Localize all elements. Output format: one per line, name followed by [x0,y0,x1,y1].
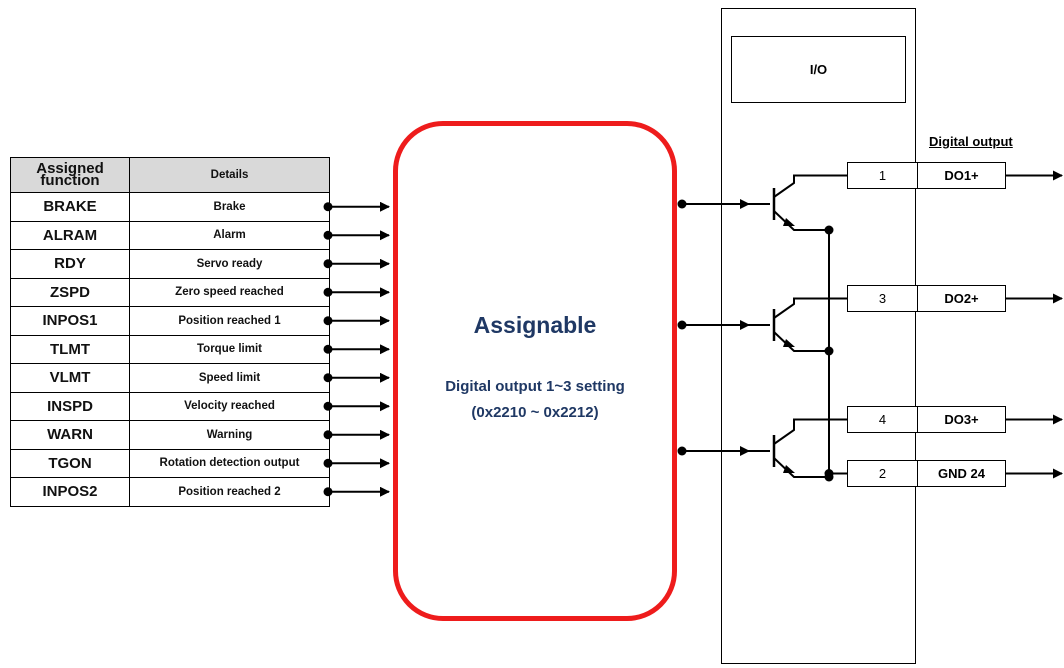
digital-output-heading: Digital output [929,134,1013,149]
pin-do1: 1 DO1+ [847,162,1006,189]
base-arrow [740,320,750,330]
pin-gnd24: 2 GND 24 [847,460,1006,487]
function-code: ZSPD [10,277,130,307]
emitter-bus [824,230,847,478]
pin-do2: 3 DO2+ [847,285,1006,312]
base-arrow [740,446,750,456]
function-code: ALRAM [10,220,130,250]
header-details: Details [129,157,330,193]
function-details: Velocity reached [129,391,330,421]
emitter-arrow [783,465,795,473]
function-details: Torque limit [129,334,330,364]
io-block [721,8,916,664]
function-details: Rotation detection output [129,448,330,478]
pin-output-arrows [1006,170,1063,479]
function-code: INPOS1 [10,306,130,336]
function-code: TLMT [10,334,130,364]
function-details: Position reached 2 [129,477,330,507]
gnd-junction-dot [824,469,834,478]
emitter-wire [773,457,829,478]
output-transistors [677,174,847,482]
assignable-title: Assignable [473,312,597,338]
pin-name: GND 24 [938,466,985,481]
function-details: Alarm [129,220,330,250]
assignable-subtitle-line2: (0x2210 ~ 0x2212) [471,404,599,421]
pin-name: DO3+ [944,412,979,427]
function-code: VLMT [10,363,130,393]
pin-name: DO1+ [944,168,979,183]
pin-do3: 4 DO3+ [847,406,1006,433]
pin-number: 1 [848,163,918,188]
pin-name: DO2+ [944,291,979,306]
emitter-arrow [783,339,795,347]
table-header-row: Assigned function Details [10,157,330,193]
pin-number: 4 [848,407,918,432]
function-details: Position reached 1 [129,306,330,336]
collector-wire [773,418,847,445]
function-code: TGON [10,448,130,478]
function-code: RDY [10,249,130,279]
function-details: Brake [129,192,330,222]
pin-number: 3 [848,286,918,311]
function-details: Warning [129,420,330,450]
collector-wire [773,297,847,319]
io-label: I/O [731,36,906,103]
header-assigned-function: Assigned function [10,157,130,193]
function-details: Zero speed reached [129,277,330,307]
assignable-block [393,121,677,621]
function-code: INSPD [10,391,130,421]
emitter-arrow [783,218,795,226]
collector-wire [773,174,847,198]
function-arrows [323,201,390,497]
function-code: BRAKE [10,192,130,222]
emitter-wire [773,331,829,352]
emitter-wire [773,210,829,231]
function-details: Speed limit [129,363,330,393]
function-code: WARN [10,420,130,450]
function-details: Servo ready [129,249,330,279]
base-arrow [740,199,750,209]
pin-number: 2 [848,461,918,486]
assignable-subtitle-line1: Digital output 1~3 setting [445,378,625,395]
function-code: INPOS2 [10,477,130,507]
